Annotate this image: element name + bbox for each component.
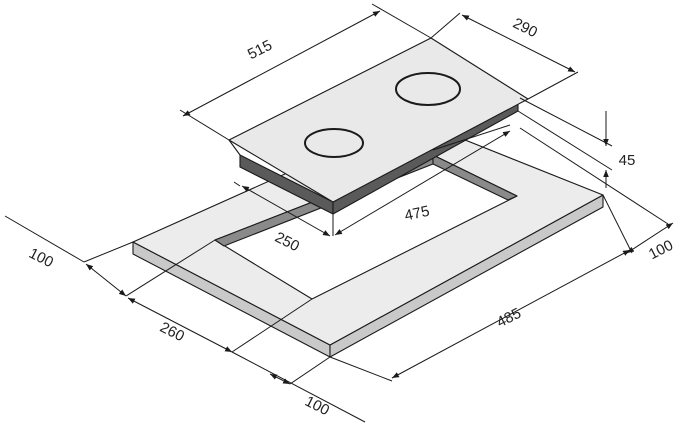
large-cooking-zone (395, 72, 461, 106)
counter-depth-label: 260 (157, 319, 187, 346)
hob-width-dimension-line (182, 10, 381, 117)
hob-depth-label: 290 (510, 15, 540, 42)
front-margin-dimension-line (269, 373, 291, 385)
counter-depth-dimension-line (127, 297, 233, 353)
cutout-width-label: 475 (403, 203, 431, 225)
right-margin-dimension-line (626, 222, 674, 254)
hob-depth-dimension-line (461, 14, 576, 73)
front-margin-label: 100 (302, 393, 332, 420)
counter-width-dimension-line (391, 249, 631, 379)
right-margin-label: 100 (646, 237, 676, 264)
left-margin-label: 100 (26, 245, 56, 272)
hob-width-label: 515 (245, 37, 275, 64)
left-margin-dimension-line (85, 263, 127, 297)
dimension-lines (4, 3, 674, 423)
counter-width-label: 485 (494, 305, 524, 332)
cutout-depth-dimension-line (241, 185, 331, 237)
cutout-width-dimension-line (334, 130, 511, 236)
hob-height-label: 45 (619, 152, 636, 169)
